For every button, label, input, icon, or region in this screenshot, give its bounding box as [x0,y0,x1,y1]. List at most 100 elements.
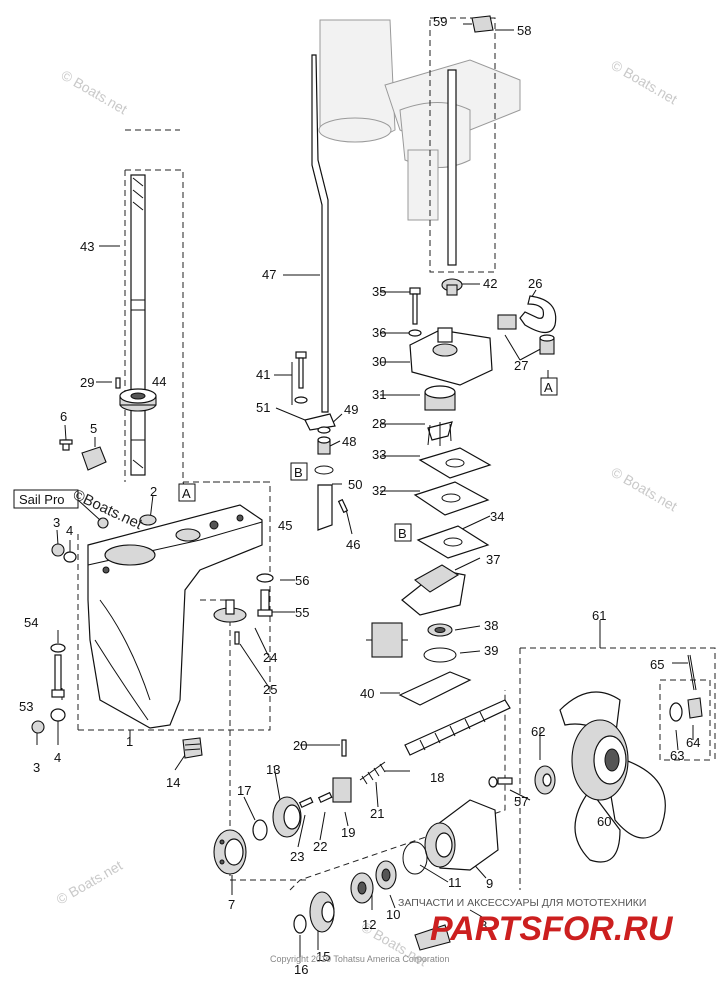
callout-55: 55 [295,605,309,620]
callout-47: 47 [262,267,276,282]
callout-10: 10 [386,907,400,922]
callout-53: 53 [19,699,33,714]
callout-17: 17 [237,783,251,798]
joint-27b [539,334,555,355]
sail-pro-plug [97,517,109,529]
o-ring-39 [423,647,457,663]
brand-tagline: ЗАПЧАСТИ И АКСЕССУАРЫ ДЛЯ МОТОТЕХНИКИ [398,897,646,909]
callout-4: 4 [66,523,73,538]
propeller-shaft-18 [404,699,511,756]
callout-45: 45 [278,518,292,533]
bolt-57 [488,776,513,788]
callout-59: 59 [433,14,447,29]
bearing-10 [375,860,397,890]
callout-5: 5 [90,421,97,436]
gasket-40 [398,671,472,706]
footer: Copyright 2010 Tohatsu America Corporati… [270,897,674,964]
pump-liner-31 [424,385,456,411]
callout-34: 34 [490,509,504,524]
screw-25 [234,631,240,645]
washer-63 [669,702,683,722]
zinc-anode-5 [81,446,107,471]
callout-57: 57 [514,794,528,809]
housing-37 [401,564,466,616]
callout-31: 31 [372,387,386,402]
callout-27: 27 [514,358,528,373]
washer-41 [294,396,308,404]
sail-pro-label: Sail Pro [19,492,65,507]
callout-11: 11 [448,875,462,890]
pin-23 [298,796,314,809]
bolt-35 [409,287,421,325]
pinion-gear-14 [182,737,203,759]
callout-61: 61 [592,608,606,623]
washer-4-lower [50,708,66,722]
cam-24 [213,599,247,623]
propeller-60 [559,691,666,863]
callout-46: 46 [346,537,360,552]
callout-50: 50 [348,477,362,492]
plug-2 [139,514,157,526]
callout-3: 3 [53,515,60,530]
watermark: © Boats.net [609,57,681,108]
callout-39: 39 [484,643,498,658]
callout-labels: 1 2 3 3 4 4 5 6 7 8 9 10 11 12 13 14 15 … [19,14,700,977]
ref-a: A [544,380,553,395]
bushing-48 [317,436,331,455]
callout-33: 33 [372,447,386,462]
grommet-42 [441,278,463,296]
callout-43: 43 [80,239,94,254]
callout-51: 51 [256,400,270,415]
copyright-text: Copyright 2010 Tohatsu America Corporati… [270,954,449,964]
callout-42: 42 [483,276,497,291]
callout-35: 35 [372,284,386,299]
callout-22: 22 [313,839,327,854]
bearing-housing-9 [424,799,499,871]
shim-17 [252,819,268,841]
pin-46 [337,498,349,514]
callout-12: 12 [362,917,376,932]
callout-37: 37 [486,552,500,567]
callout-48: 48 [342,434,356,449]
watermark: © Boats.net [54,857,126,908]
pump-case-30 [409,327,493,386]
seal-38 [427,623,453,637]
callout-16: 16 [294,962,308,977]
boats-stamp: ©Boats.net [70,486,145,533]
plug-3-upper [51,543,65,557]
o-ring-50 [314,465,334,475]
thrust-washer-62 [534,765,556,795]
joint-27a [497,314,517,330]
callout-29: 29 [80,375,94,390]
callout-38: 38 [484,618,498,633]
callout-62: 62 [531,724,545,739]
callout-1: 1 [126,734,133,749]
callout-28: 28 [372,416,386,431]
drive-shaft [130,174,146,476]
callout-14: 14 [166,775,180,790]
callout-41: 41 [256,367,270,382]
gasket-33 [418,447,492,479]
bolt-41 [295,351,307,389]
pin-20 [341,739,347,757]
callout-36: 36 [372,325,386,340]
nut-64 [687,697,703,719]
gear-case [87,504,263,729]
callout-19: 19 [341,825,355,840]
callout-21: 21 [370,806,384,821]
callout-2: 2 [150,484,157,499]
callout-26: 26 [528,276,542,291]
callout-4: 4 [54,750,61,765]
ref-b: B [294,465,303,480]
o-ring-11 [402,841,428,875]
brand-logo: PARTSFOR.RU [430,910,674,948]
shift-plunger-22 [317,791,333,804]
callout-49: 49 [344,402,358,417]
callout-23: 23 [290,849,304,864]
gear-13 [272,796,302,838]
bearing-44 [119,388,157,412]
cotter-pin-65 [687,654,697,691]
watermark: © Boats.net [609,464,681,515]
